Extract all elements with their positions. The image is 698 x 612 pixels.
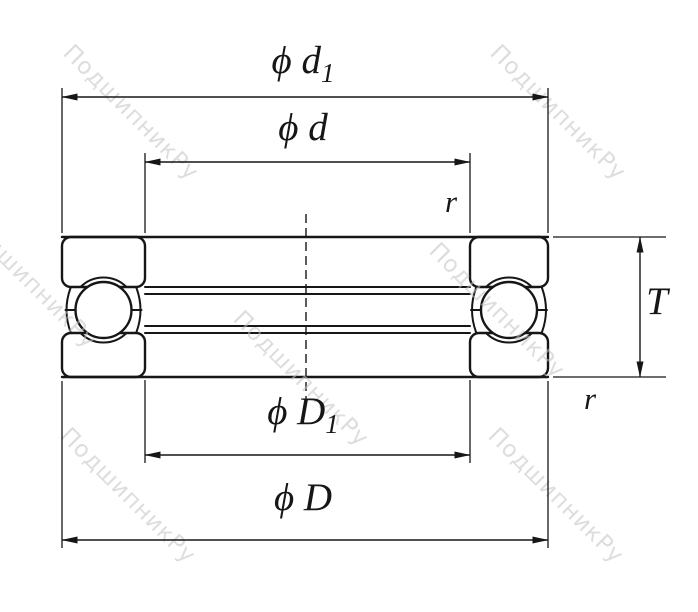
label-d: ϕ d [278, 106, 328, 149]
watermark-text: ПодшипникРу [0, 208, 102, 354]
watermark-text: ПодшипникРу [483, 423, 629, 569]
dimensions: ϕ d1 ϕ d r T r ϕ D1 ϕ D [61, 39, 670, 548]
raceway-grooves [79, 276, 534, 344]
right-cage [470, 287, 548, 333]
label-d-text: ϕ d [278, 106, 328, 149]
label-D: ϕ D [274, 476, 332, 519]
label-r-bottom: r [584, 381, 597, 416]
label-d1-subscript: 1 [321, 58, 335, 88]
label-D1: ϕ D1 [267, 390, 339, 439]
bearing-part [60, 235, 550, 379]
watermark-text: ПодшипникРу [55, 423, 201, 569]
label-d1-text: ϕ d [272, 39, 322, 82]
watermark-text: ПодшипникРу [58, 40, 204, 186]
left-ball-top-groove [79, 276, 128, 287]
label-r-top: r [445, 184, 458, 219]
right-ball-top-groove [484, 276, 534, 287]
label-D-text: ϕ D [274, 476, 332, 519]
label-D1-text: ϕ D [267, 390, 325, 433]
top-left-washer-section [60, 235, 147, 289]
right-ball-bottom-groove [484, 333, 534, 344]
label-T: T [646, 280, 670, 323]
label-D1-subscript: 1 [325, 409, 339, 439]
left-cage [64, 287, 143, 333]
label-d1: ϕ d1 [272, 39, 335, 88]
left-ball-bottom-groove [79, 333, 128, 344]
watermark-text: ПодшипникРу [485, 40, 631, 186]
